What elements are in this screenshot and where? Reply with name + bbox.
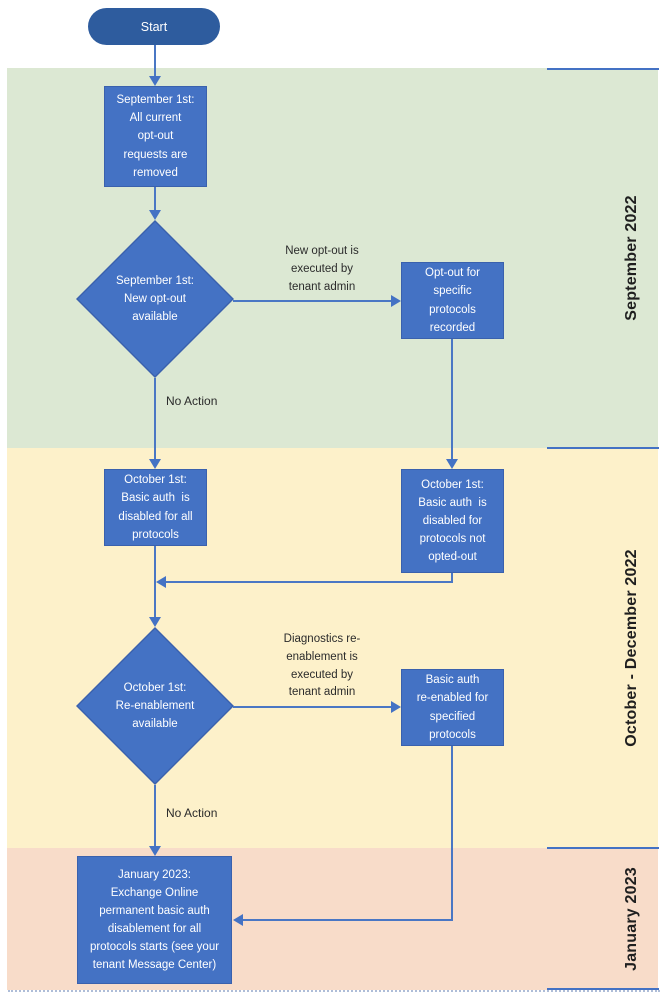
arrowhead-down-icon <box>149 846 161 856</box>
connector-decision-to-disabled-all <box>154 378 156 460</box>
arrowhead-down-icon <box>149 617 161 627</box>
page-break-dotted-line <box>8 990 660 992</box>
band-label-september-2022: September 2022 <box>623 195 640 321</box>
arrowhead-right-icon <box>391 701 401 713</box>
decision-node-text: October 1st: Re-enablement available <box>115 681 195 731</box>
connector-decision2-to-reenabled <box>233 706 392 708</box>
arrowhead-left-icon <box>156 576 166 588</box>
arrowhead-left-icon <box>233 914 243 926</box>
arrowhead-down-icon <box>149 76 161 86</box>
timeline-tick-september-october <box>547 447 659 449</box>
connector-decision2-to-jan-disablement <box>154 785 156 847</box>
decision-node-reenablement-available: October 1st: Re-enablement available <box>76 627 234 785</box>
arrowhead-down-icon <box>149 459 161 469</box>
edge-label-no-action-october: No Action <box>166 806 218 820</box>
flow-node-jan-permanent-disablement: January 2023: Exchange Online permanent … <box>77 856 232 984</box>
timeline-tick-october-january <box>547 847 659 849</box>
flow-node-optout-recorded: Opt-out for specific protocols recorded <box>401 262 504 339</box>
connector-reenabled-elbow-vertical <box>451 746 453 921</box>
connector-elbow-horizontal <box>166 581 453 583</box>
connector-disabled-all-to-decision2 <box>154 546 156 618</box>
edge-label-new-optout-executed: New opt-out is executed by tenant admin <box>285 245 359 293</box>
decision-node-new-optout-available: September 1st: New opt-out available <box>76 220 234 378</box>
decision-node-text: September 1st: New opt-out available <box>116 274 194 324</box>
edge-label-no-action-september: No Action <box>166 394 218 408</box>
arrowhead-down-icon <box>446 459 458 469</box>
connector-decision-to-optout-recorded <box>233 300 392 302</box>
arrowhead-right-icon <box>391 295 401 307</box>
arrowhead-down-icon <box>149 210 161 220</box>
edge-label-diagnostics-reenablement: Diagnostics re- enablement is executed b… <box>283 633 361 699</box>
flow-node-oct-disabled-not-opted-out: October 1st: Basic auth is disabled for … <box>401 469 504 573</box>
connector-optout-recorded-to-disabled-not-opted-out <box>451 339 453 460</box>
connector-optouts-removed-to-decision <box>154 187 156 211</box>
band-label-january-2023: January 2023 <box>623 867 640 971</box>
connector-start-to-optouts-removed <box>154 45 156 77</box>
timeline-tick-bottom <box>547 988 659 990</box>
flow-node-sept-optouts-removed: September 1st: All current opt-out reque… <box>104 86 207 187</box>
flow-node-oct-disabled-all: October 1st: Basic auth is disabled for … <box>104 469 207 546</box>
flow-node-basic-auth-reenabled: Basic auth re-enabled for specified prot… <box>401 669 504 746</box>
connector-reenabled-elbow-horizontal <box>243 919 453 921</box>
timeline-tick-top <box>547 68 659 70</box>
connector-elbow-vertical <box>451 573 453 583</box>
start-node: Start <box>88 8 220 45</box>
